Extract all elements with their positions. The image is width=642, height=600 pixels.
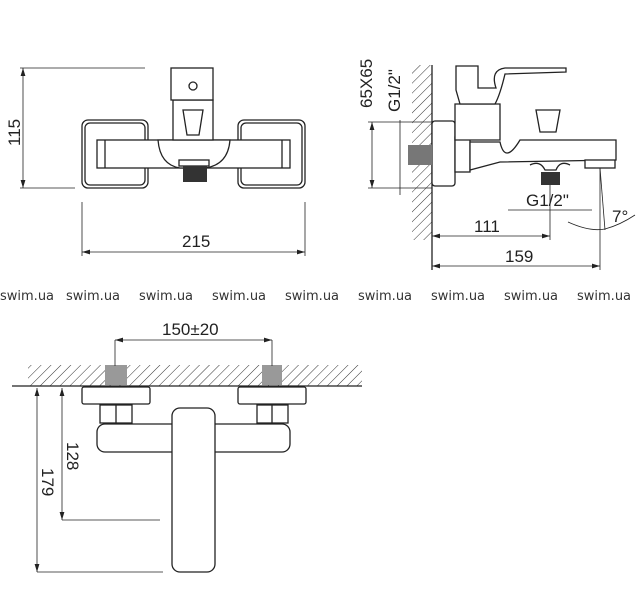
- inlet-thread-label: G1/2": [385, 69, 404, 112]
- watermark: swim.ua: [504, 289, 559, 304]
- outlet-thread-label: G1/2": [526, 191, 569, 210]
- front-width-label: 215: [182, 232, 210, 251]
- angle-label: 7°: [612, 207, 628, 226]
- watermark: swim.ua: [139, 289, 194, 304]
- total-depth-label: 179: [38, 468, 57, 496]
- handle-depth-label: 128: [63, 442, 82, 470]
- watermark: swim.ua: [431, 289, 486, 304]
- escutcheon-size-label: 65X65: [357, 59, 376, 108]
- top-view: 150±20 128 179: [12, 320, 362, 573]
- spout-length-label: 159: [505, 247, 533, 266]
- side-view: 65X65 G1/2" G1/2" 111 159 7°: [357, 59, 636, 270]
- outlet-distance-label: 111: [474, 217, 500, 236]
- watermark: swim.ua: [212, 289, 267, 304]
- watermark: swim.ua: [358, 289, 413, 304]
- watermark: swim.ua: [577, 289, 632, 304]
- watermark: swim.ua: [0, 289, 55, 304]
- front-view: 115 215: [5, 67, 306, 256]
- watermark: swim.ua: [66, 289, 121, 304]
- front-height-label: 115: [5, 119, 24, 146]
- watermark: swim.ua: [285, 289, 340, 304]
- center-distance-label: 150±20: [162, 320, 219, 339]
